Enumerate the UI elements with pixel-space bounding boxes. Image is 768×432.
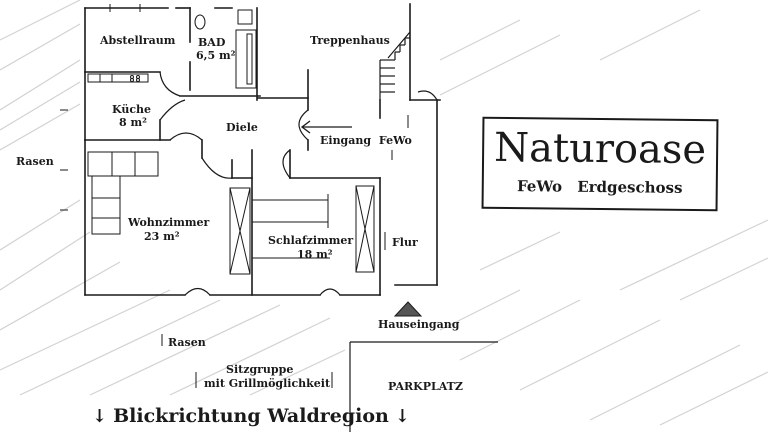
window-ticks <box>60 4 409 388</box>
room-label-bad: BAD <box>198 36 226 49</box>
outside-label-rasen-left: Rasen <box>16 155 54 168</box>
room-label-wohnzimmer: Wohnzimmer <box>128 216 210 229</box>
bathroom-fixtures <box>194 9 257 89</box>
walls <box>84 3 441 296</box>
house-entrance-marker <box>393 301 423 317</box>
stairs <box>379 31 411 100</box>
kitchen-counter <box>87 73 149 83</box>
room-area-schlafzimmer: 18 m² <box>297 248 333 261</box>
title-subtitle: FeWo Erdgeschoss <box>516 177 683 197</box>
wardrobes <box>229 185 375 275</box>
room-label-treppenhaus: Treppenhaus <box>310 34 390 47</box>
room-label-flur: Flur <box>392 236 418 249</box>
room-area-kueche: 8 m² <box>119 116 147 129</box>
room-label-kueche: Küche <box>112 103 152 116</box>
arrow-down-icon: ↓ <box>92 406 108 427</box>
outside-label-sitzgruppe: Sitzgruppe <box>226 363 294 376</box>
entrance-label: Eingang FeWo <box>320 134 412 147</box>
room-area-wohnzimmer: 23 m² <box>144 230 180 243</box>
entrance-arrow <box>300 120 352 134</box>
title-main: Naturoase <box>493 124 707 174</box>
outside-label-rasen-bottom: Rasen <box>168 336 206 349</box>
view-direction-label: Blickrichtung Waldregion <box>113 405 389 427</box>
room-label-schlafzimmer: Schlafzimmer <box>268 234 354 247</box>
outside-label-sitzgruppe-detail: mit Grillmöglichkeit <box>204 377 331 390</box>
outside-label-hauseingang: Hauseingang <box>378 318 460 331</box>
arrow-down-icon: ↓ <box>394 406 410 427</box>
view-direction: ↓Blickrichtung Waldregion↓ <box>86 404 416 429</box>
room-label-abstellraum: Abstellraum <box>100 34 176 47</box>
title-box: Naturoase FeWo Erdgeschoss <box>481 116 719 212</box>
room-area-bad: 6,5 m² <box>196 49 236 62</box>
room-label-diele: Diele <box>226 121 258 134</box>
living-room-furniture <box>87 151 159 235</box>
door-swings <box>159 71 438 296</box>
outside-label-parkplatz: PARKPLATZ <box>388 380 463 393</box>
parking-border <box>349 341 498 432</box>
